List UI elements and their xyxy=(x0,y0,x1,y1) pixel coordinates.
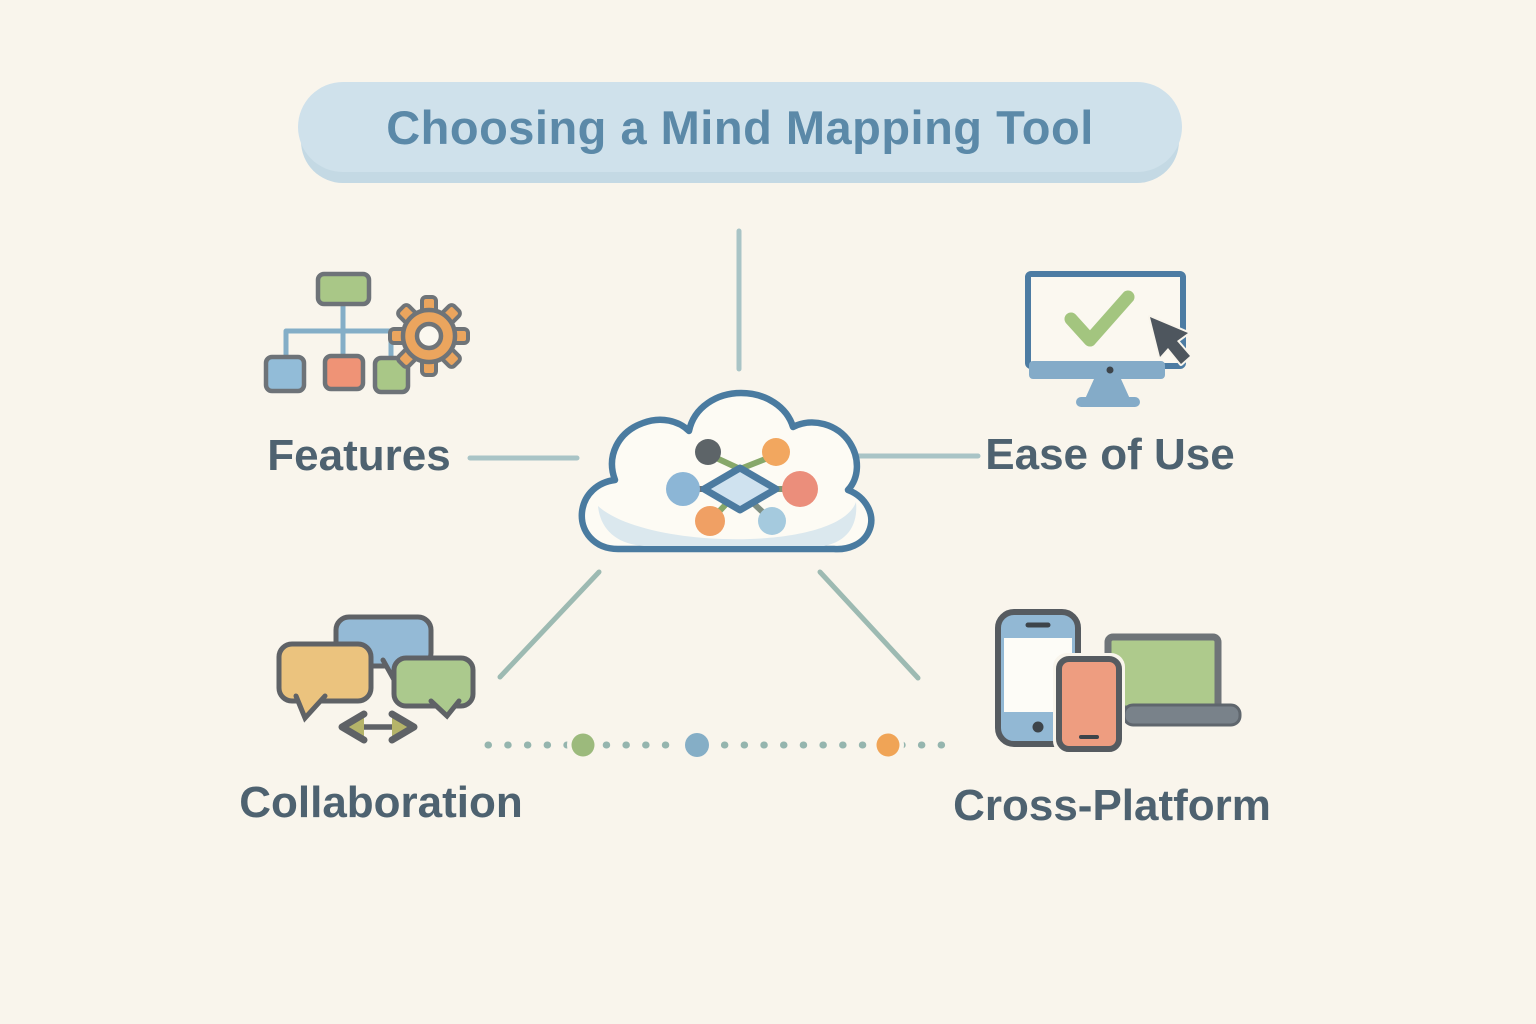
org-chart-root-box xyxy=(315,271,372,307)
speech-bubble-orange-tail xyxy=(293,693,328,723)
mindmap-node-orange-bottom xyxy=(695,506,725,536)
connector-lines xyxy=(467,228,981,681)
label-ease-of-use: Ease of Use xyxy=(985,430,1235,479)
org-chart-lines xyxy=(283,300,394,359)
connector-cross-platform xyxy=(817,569,921,681)
speech-bubble-green xyxy=(391,655,476,709)
mindmap-node-blue-left xyxy=(666,472,700,506)
org-chart-box-salmon xyxy=(322,353,366,392)
monitor-stand xyxy=(1085,379,1130,399)
gear-icon xyxy=(388,295,470,377)
mindmap-node-gray xyxy=(695,439,721,465)
green-dot xyxy=(571,733,595,757)
connector-collaboration xyxy=(497,569,602,680)
cloud-outline xyxy=(578,389,875,553)
mindmap-node-salmon xyxy=(782,471,818,507)
double-arrow-icon xyxy=(338,710,418,744)
monitor-bezel xyxy=(1029,361,1165,379)
label-features: Features xyxy=(267,431,451,480)
speech-bubbles-arrow-icon xyxy=(276,614,476,744)
mindmap-center-diamond xyxy=(700,464,780,514)
blue-dot xyxy=(685,733,709,757)
monitor-checkmark-cursor-icon xyxy=(1025,271,1192,407)
cursor-icon xyxy=(1148,315,1192,366)
title-banner: Choosing a Mind Mapping Tool xyxy=(298,82,1182,172)
mind-map-icon xyxy=(666,438,818,536)
mindmap-node-blue-bottom xyxy=(758,507,786,535)
phone-tablet-laptop-icon xyxy=(995,609,1242,755)
monitor-power-dot xyxy=(1106,366,1114,374)
checkmark-icon xyxy=(1064,290,1135,347)
speech-bubble-orange xyxy=(276,641,374,704)
laptop-icon xyxy=(1104,633,1242,727)
dotted-line xyxy=(484,728,962,762)
label-collaboration: Collaboration xyxy=(239,778,523,827)
label-cross-platform: Cross-Platform xyxy=(953,781,1271,830)
mindmap-node-orange-top xyxy=(762,438,790,466)
org-chart-gear-icon xyxy=(263,271,470,395)
speech-bubble-green-tail xyxy=(428,698,462,720)
tablet-icon xyxy=(1053,653,1125,755)
mind-map-cloud-icon xyxy=(578,389,875,553)
cloud-shading xyxy=(598,502,857,546)
org-chart-box-blue xyxy=(263,354,307,394)
page-title: Choosing a Mind Mapping Tool xyxy=(386,100,1094,154)
orange-dot xyxy=(876,733,900,757)
org-chart-box-green xyxy=(372,355,411,395)
monitor-base xyxy=(1076,397,1140,407)
